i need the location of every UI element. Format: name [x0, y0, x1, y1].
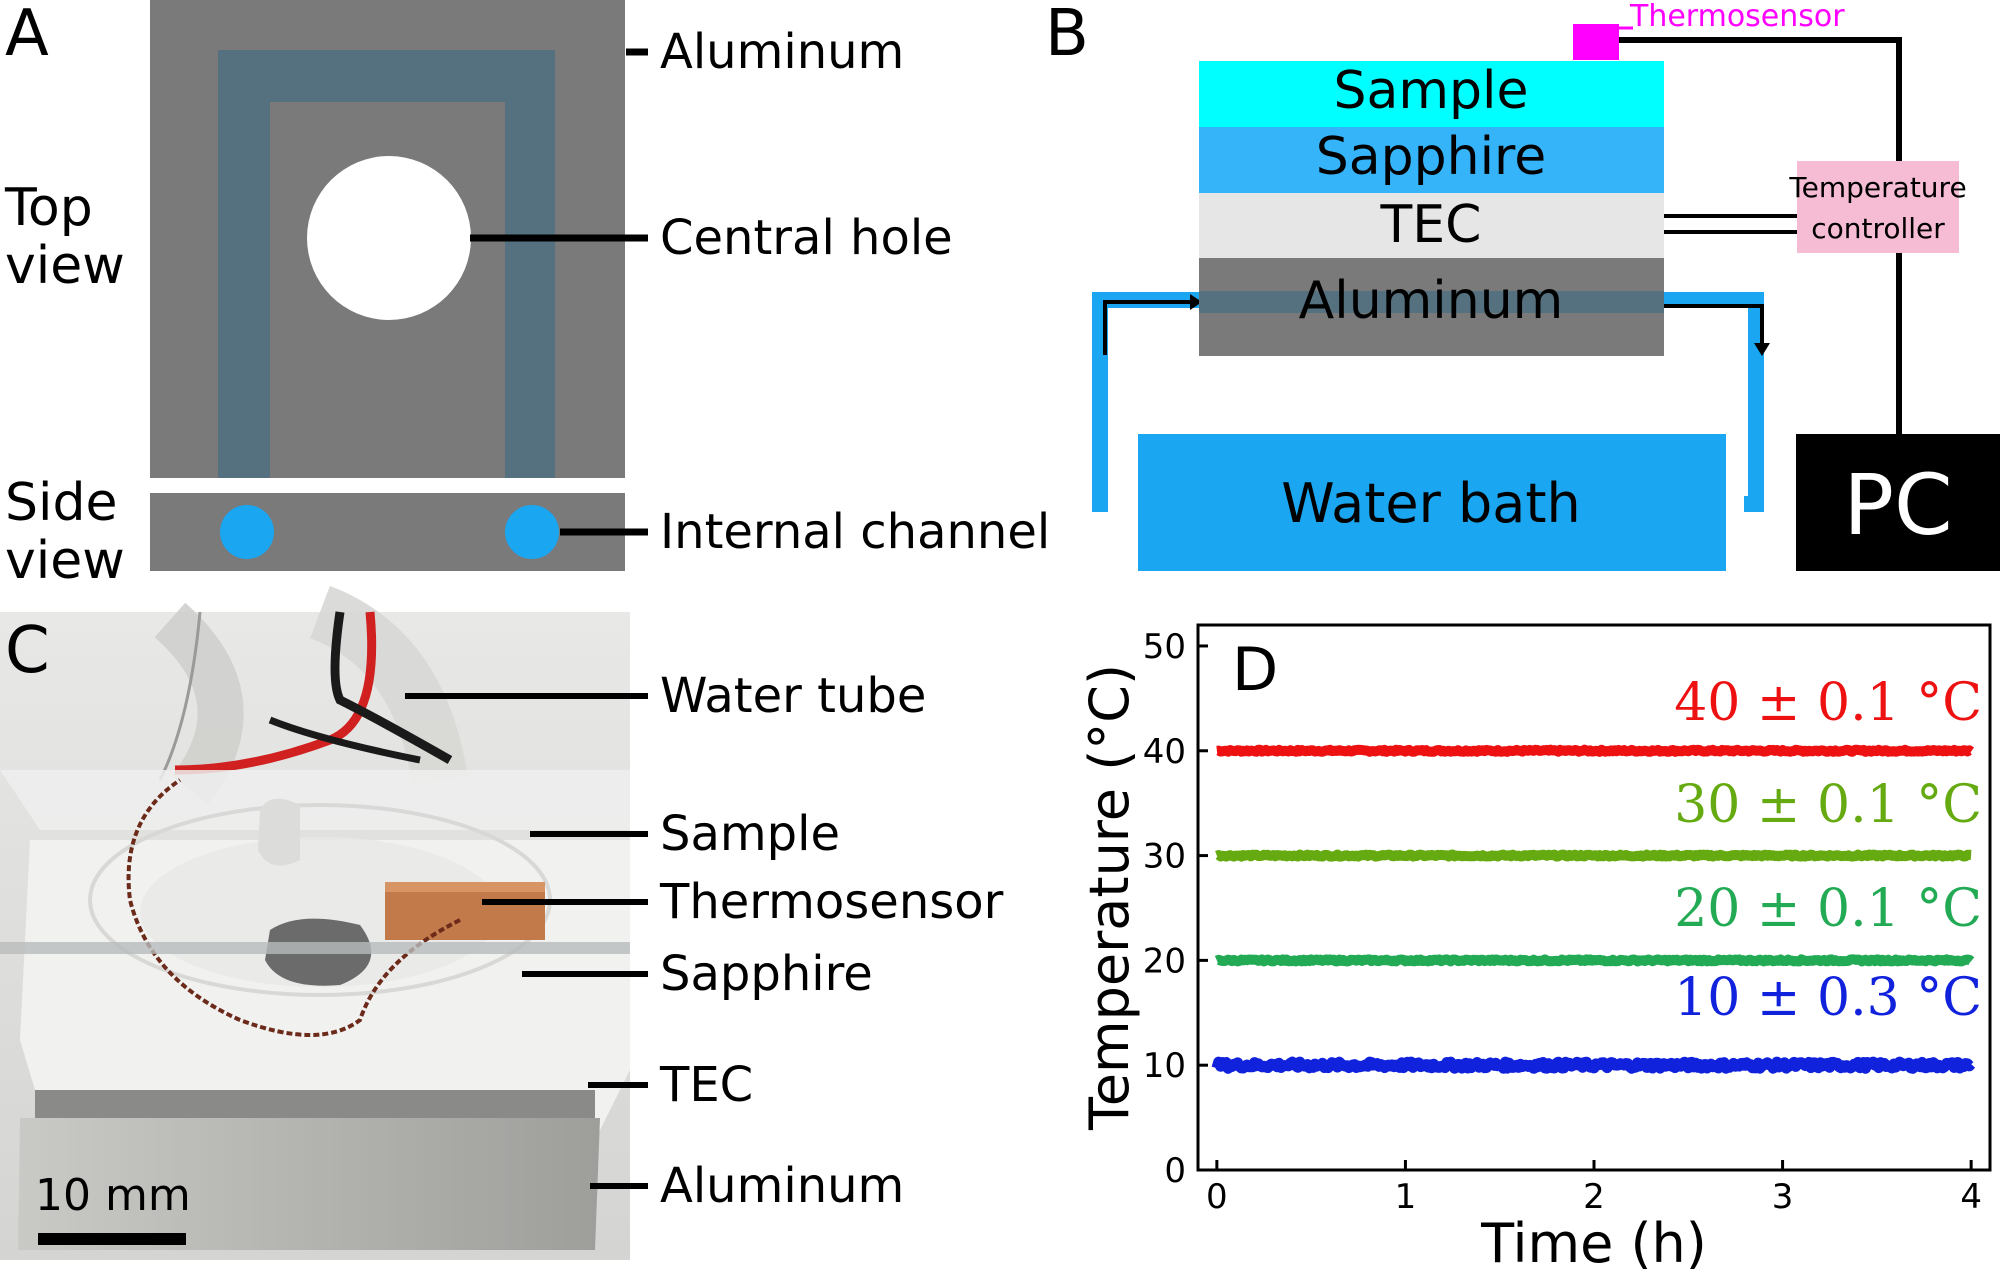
water-bath-box — [1138, 434, 1726, 571]
x-tick-label-0: 0 — [1206, 1177, 1228, 1217]
annotation-30: 30 ± 0.1 °C — [1674, 775, 1982, 835]
internal-channel-label: Internal channel — [660, 504, 1050, 560]
small-tube-stub — [258, 798, 300, 866]
panel-d-chart: D 0 1 2 3 4 0 10 20 30 40 50 Time (h) Temperature… — [1078, 623, 1992, 1275]
aluminum-base — [18, 1118, 600, 1250]
thermosensor-label: Thermosensor — [1629, 0, 1845, 34]
series-line-3 — [1211, 1056, 1976, 1074]
y-axis-title: Temperature (°C) — [1078, 664, 1141, 1131]
sample-layer-label: Sample — [1334, 61, 1529, 121]
tec-label: TEC — [659, 1057, 753, 1113]
thermosensor-block — [1573, 24, 1619, 60]
panel-b-letter: B — [1045, 0, 1089, 71]
top-view-label-line1: Top — [4, 178, 93, 238]
water-bath-label: Water bath — [1281, 472, 1581, 535]
arrowhead-in — [1190, 294, 1202, 310]
sapphire-label: Sapphire — [660, 946, 873, 1002]
central-hole — [307, 156, 471, 320]
x-tick-label-1: 1 — [1395, 1177, 1417, 1217]
series-line-2 — [1213, 954, 1975, 967]
pc-box — [1796, 434, 2000, 571]
panel-b: B Sample Sapphire TEC Aluminum Thermosen… — [1045, 0, 2000, 571]
annotation-20: 20 ± 0.1 °C — [1674, 879, 1982, 939]
y-tick-label-5: 50 — [1143, 627, 1186, 667]
thermosensor-label-c: Thermosensor — [659, 874, 1004, 930]
tec-layer-label: TEC — [1380, 195, 1482, 255]
panel-a: A Top view Side view Aluminum Central ho… — [4, 0, 1050, 591]
thermocouple-wire — [126, 778, 461, 1037]
glass-plate — [0, 770, 630, 830]
sapphire-layer — [1199, 127, 1664, 193]
tec-module — [35, 1090, 595, 1118]
channel-right-side-view — [505, 505, 559, 559]
sensor-wire — [1619, 37, 1902, 436]
water-flow-arrow-in — [1103, 300, 1190, 355]
top-view-label-line2: view — [5, 236, 125, 296]
controller-label-line2: controller — [1811, 212, 1945, 245]
x-axis-title: Time (h) — [1480, 1212, 1707, 1275]
x-tick-label-2: 2 — [1583, 1177, 1605, 1217]
y-tick-label-3: 30 — [1143, 837, 1186, 877]
y-tick-label-2: 20 — [1143, 941, 1186, 981]
sapphire-layer-label: Sapphire — [1316, 127, 1547, 187]
y-tick-label-1: 10 — [1143, 1046, 1186, 1086]
controller-label-line1: Temperature — [1788, 171, 1966, 204]
water-loop-right — [1650, 292, 1764, 512]
sample-label: Sample — [660, 806, 840, 862]
tec-layer — [1199, 193, 1664, 258]
side-view-label-line1: Side — [5, 473, 117, 533]
aluminum-channel — [1199, 291, 1664, 313]
annotation-10: 10 ± 0.3 °C — [1674, 968, 1982, 1028]
central-hole-label: Central hole — [660, 210, 953, 266]
aluminum-label: Aluminum — [660, 24, 904, 80]
annotation-40: 40 ± 0.1 °C — [1674, 673, 1982, 733]
gray-wire — [158, 611, 202, 781]
channel-left-side-view — [220, 505, 274, 559]
x-tick-label-3: 3 — [1772, 1177, 1794, 1217]
black-wire-2 — [268, 716, 421, 764]
arrowhead-out — [1754, 343, 1770, 356]
x-axis: 0 1 2 3 4 — [1206, 1160, 1982, 1217]
aluminum-layer-label: Aluminum — [1299, 271, 1564, 331]
copper-highlight — [385, 882, 545, 892]
sample-layer — [1199, 61, 1664, 127]
aluminum-label-c: Aluminum — [660, 1158, 904, 1214]
panel-c-letter: C — [5, 614, 50, 688]
water-flow-arrow-out — [1662, 304, 1764, 345]
side-view-label-line2: view — [5, 531, 125, 591]
series-line-0 — [1213, 744, 1975, 757]
x-tick-label-4: 4 — [1960, 1177, 1982, 1217]
y-tick-label-0: 0 — [1164, 1151, 1186, 1191]
y-tick-label-4: 40 — [1143, 732, 1186, 772]
scale-bar-label: 10 mm — [35, 1170, 191, 1221]
internal-channel-top-view — [218, 50, 555, 478]
water-tube-label: Water tube — [660, 668, 926, 724]
sapphire-edge — [0, 942, 630, 954]
series-group — [1211, 744, 1976, 1074]
black-wire — [330, 611, 453, 764]
scale-bar — [38, 1233, 186, 1245]
panel-a-letter: A — [5, 0, 49, 71]
temperature-controller-box — [1797, 161, 1959, 253]
pc-label: PC — [1843, 456, 1952, 554]
y-axis: 0 10 20 30 40 50 — [1143, 627, 1208, 1191]
panel-d-letter: D — [1232, 635, 1278, 705]
panel-c: 10 mm C Water tube Sample Thermosensor S… — [0, 585, 1004, 1260]
series-line-1 — [1213, 849, 1975, 862]
